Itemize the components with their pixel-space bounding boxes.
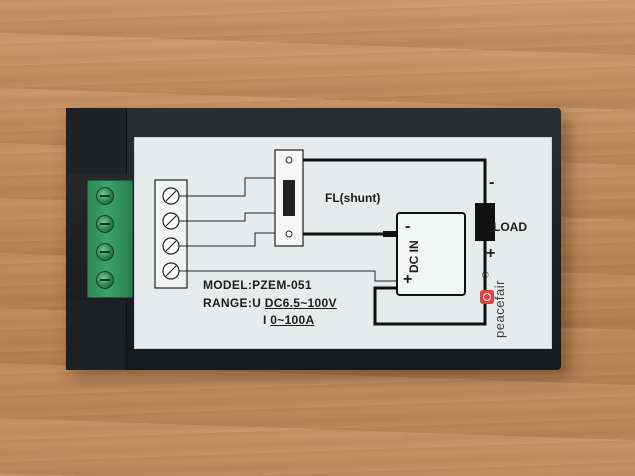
registered-mark: ® xyxy=(482,270,489,280)
shunt-screw-top xyxy=(285,156,293,164)
range-prefix: RANGE:U xyxy=(203,296,265,310)
housing-notch-bottom xyxy=(66,300,127,370)
shunt-label: FL(shunt) xyxy=(325,191,381,205)
range-current-value: 0~100A xyxy=(270,313,315,327)
peacefair-logo-icon xyxy=(480,290,494,304)
terminal-screw-4 xyxy=(96,271,114,289)
dc-in-minus-sign: - xyxy=(405,218,411,235)
load-resistor xyxy=(475,203,495,241)
range-current-line: I 0~100A xyxy=(263,313,314,327)
dc-in-label: DC IN xyxy=(407,240,421,273)
shunt-body xyxy=(274,149,304,247)
green-terminal-block xyxy=(87,180,133,298)
diagram-signal-wires xyxy=(179,177,397,282)
terminal-screw-2 xyxy=(96,215,114,233)
load-minus-sign: - xyxy=(489,174,495,191)
dc-in-terminal-minus xyxy=(383,231,397,237)
range-voltage-line: RANGE:U DC6.5~100V xyxy=(203,296,337,310)
brand-name: peacefair xyxy=(492,280,507,338)
load-plus-sign: + xyxy=(486,245,496,262)
model-text: MODEL:PZEM-051 xyxy=(203,278,312,292)
wiring-label: MODEL:PZEM-051 RANGE:U DC6.5~100V I 0~10… xyxy=(134,137,552,349)
wiring-diagram xyxy=(154,149,495,326)
dc-in-box xyxy=(396,212,466,296)
housing-notch-top xyxy=(66,108,127,173)
range-current-prefix: I xyxy=(263,313,271,327)
dc-in-plus-sign: + xyxy=(403,271,413,288)
shunt-screw-bottom xyxy=(285,230,293,238)
shunt-element xyxy=(283,180,295,216)
range-voltage-value: DC6.5~100V xyxy=(264,296,337,310)
load-label: LOAD xyxy=(493,220,527,234)
terminal-screw-1 xyxy=(96,187,114,205)
terminal-screw-3 xyxy=(96,243,114,261)
